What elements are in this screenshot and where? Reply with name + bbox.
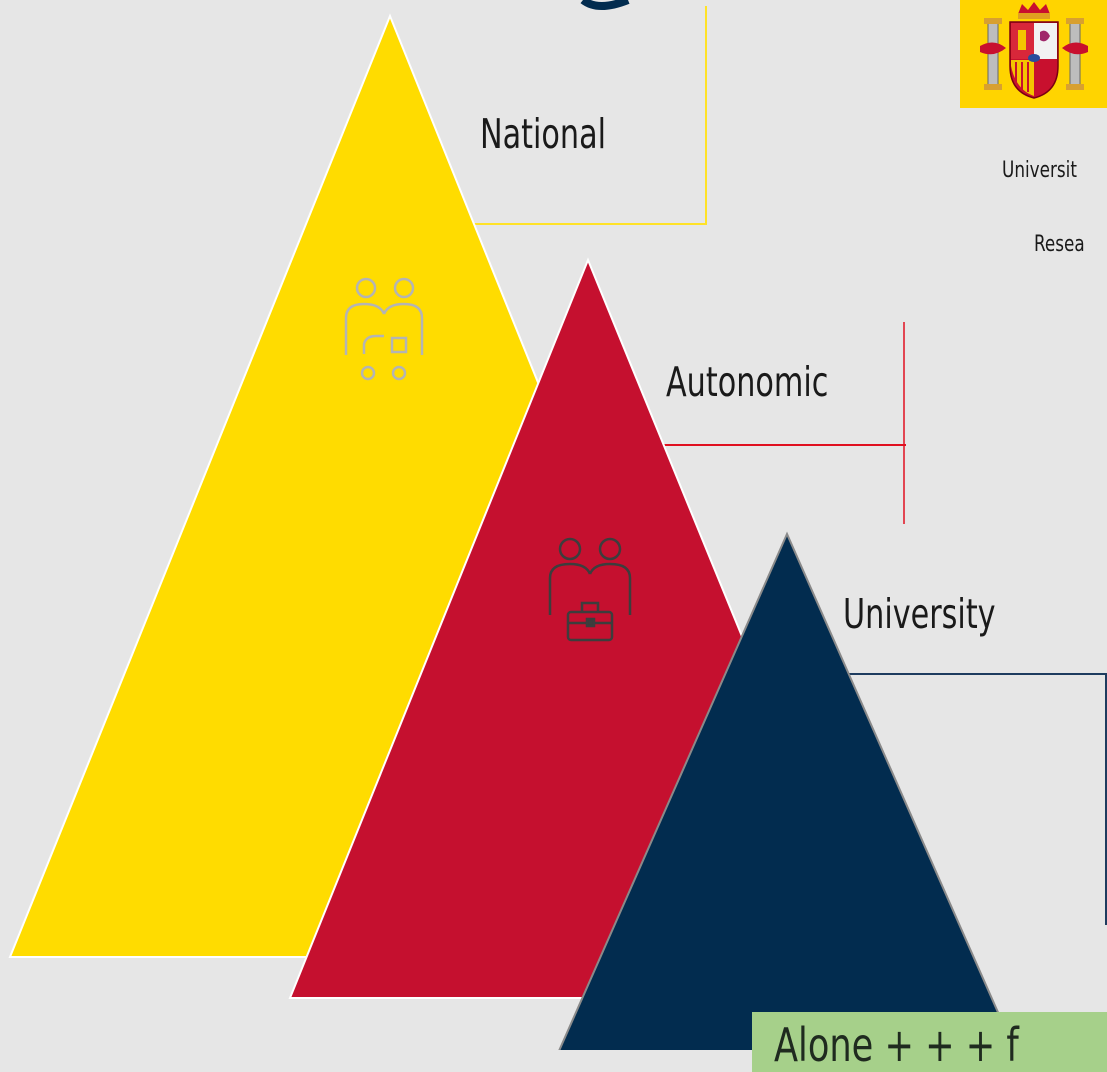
side-caption-line-2: Resea (1034, 232, 1085, 257)
level-label-university: University (843, 590, 996, 638)
people-network-icon (344, 277, 424, 381)
side-caption-line-1: Universit (1002, 158, 1077, 183)
level-label-national: National (480, 110, 607, 158)
people-briefcase-icon (548, 537, 632, 642)
university-triangle (558, 531, 1016, 1050)
note-text: Alone + + + f (774, 1018, 1019, 1072)
university-connector (848, 673, 1107, 925)
national-connector (390, 6, 707, 225)
top-arc-fragment (580, 0, 630, 10)
level-label-autonomic: Autonomic (666, 358, 829, 406)
note-box: Alone + + + f (752, 1012, 1107, 1072)
diagram-canvas: National Autonomic University (8, 0, 1107, 1072)
spain-coat-of-arms-icon (960, 0, 1107, 108)
